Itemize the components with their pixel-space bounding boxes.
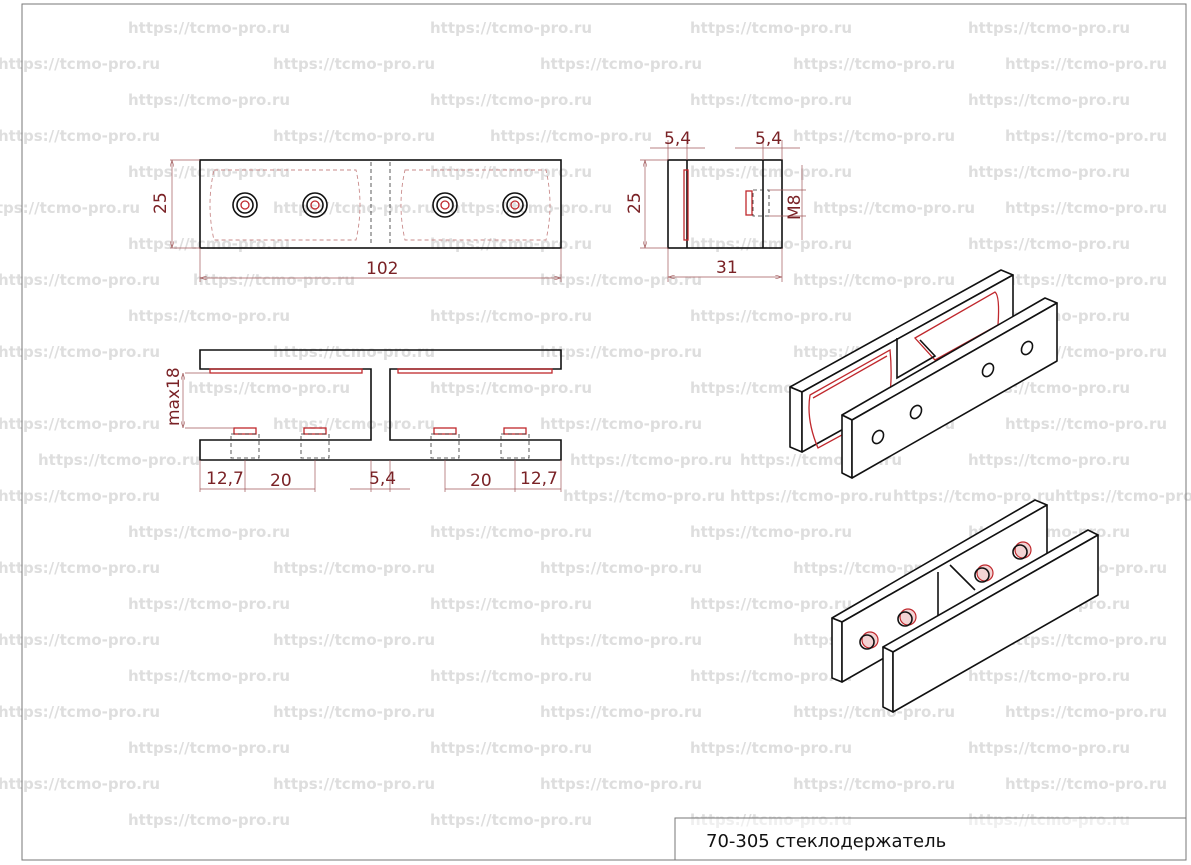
dimension-label: 12,7 [520,469,558,489]
dimension-height: 25 [625,159,668,249]
dimension-label: max18 [164,367,184,426]
bolt-cap-section [745,190,753,216]
dimension-label: 20 [470,471,492,491]
gasket-left [209,368,363,374]
bolt [500,427,530,459]
dimension-row: 12,7 20 5,4 20 12,7 [199,460,562,492]
plate-outline [199,159,562,249]
dimension-offset-right: 5,4 [735,129,800,160]
gasket-section [683,169,689,241]
bolt-hole [502,192,528,218]
bolt-head [859,631,879,650]
isometric-view-gasket-side [789,269,1058,479]
bolt [300,427,330,459]
bolt-head [897,608,917,627]
dimension-width: 31 [667,248,783,282]
bolt-holes [232,192,528,218]
bolt-head [1012,541,1032,560]
front-view: max18 12,7 20 5,4 20 12,7 [164,349,562,492]
dimension-length: 102 [199,248,562,282]
title-text: 70-305 стеклодержатель [706,831,946,852]
gasket-right-hidden [400,169,551,241]
bolt [230,427,260,459]
dimension-label: 20 [270,471,292,491]
dimension-label: 5,4 [369,469,396,489]
hole [871,429,885,445]
dimension-label: 5,4 [664,129,691,149]
dimension-gap: max18 [164,367,234,429]
hole [981,362,995,378]
bolt [430,427,460,459]
bolts [230,427,530,459]
isometric-view-bolt-side [831,499,1099,713]
dimension-height: 25 [151,159,200,249]
title-block: 70-305 стеклодержатель [674,817,1187,861]
dimension-thread: M8 [769,165,806,240]
dimension-label: M8 [785,195,805,220]
gasket-left-hidden [209,169,361,241]
dimension-offset-left: 5,4 [650,129,705,160]
gasket-right [397,368,553,374]
dimension-label: 25 [151,192,171,214]
bolt-hole [302,192,328,218]
side-view: 5,4 5,4 M8 25 31 [625,129,806,282]
dimension-label: 102 [366,259,398,279]
hole [1020,340,1034,356]
countersunk-holes [871,340,1034,445]
front-plate [882,529,1099,713]
drawing-frame [21,3,1187,861]
bolt-hole [232,192,258,218]
top-view: 25 102 [151,159,562,282]
dimension-label: 12,7 [206,469,244,489]
dimension-label: 5,4 [755,129,782,149]
front-plate [841,297,1058,479]
dimension-label: 25 [625,192,645,214]
bolt-head [974,564,994,583]
hole [909,404,923,420]
bolt-heads [859,541,1032,650]
dimension-label: 31 [716,258,738,278]
bolt-hole [432,192,458,218]
back-plate [831,499,1048,683]
